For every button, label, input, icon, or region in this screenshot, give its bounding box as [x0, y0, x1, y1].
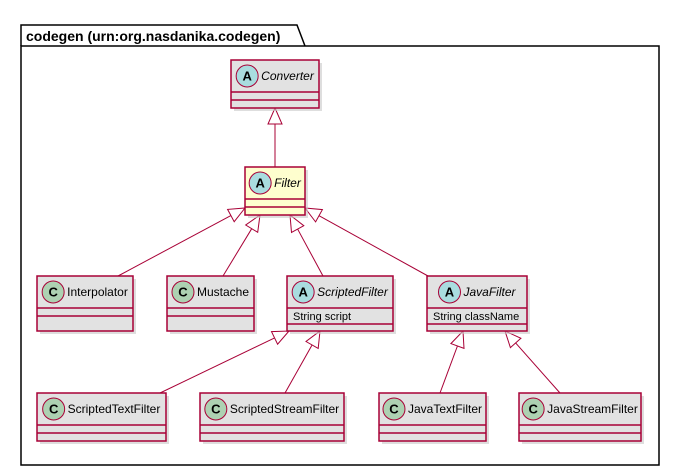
inheritance-edge — [289, 213, 324, 277]
svg-text:A: A — [255, 176, 265, 191]
class-name: JavaStreamFilter — [547, 402, 638, 416]
generalization-arrowhead — [270, 330, 291, 346]
class-icon: C — [171, 280, 195, 304]
generalization-arrowhead — [504, 330, 522, 349]
generalization-arrowhead — [305, 329, 321, 350]
abstract-class-icon: A — [291, 280, 315, 304]
generalization-arrowhead — [267, 106, 283, 125]
svg-text:C: C — [211, 402, 221, 417]
class-icon: C — [204, 397, 228, 421]
class-filter[interactable]: A Filter — [244, 166, 308, 218]
svg-text:A: A — [445, 285, 455, 300]
class-scripted-text-filter[interactable]: C ScriptedTextFilter — [36, 392, 169, 444]
class-name: Mustache — [197, 285, 249, 299]
inheritance-edge — [303, 207, 429, 277]
svg-text:C: C — [49, 402, 59, 417]
class-attribute: String script — [293, 311, 351, 323]
edge-line — [515, 342, 561, 394]
class-converter[interactable]: A Converter — [230, 59, 322, 111]
generalization-arrowhead — [226, 207, 247, 223]
svg-text:C: C — [178, 285, 188, 300]
class-icon: C — [41, 280, 65, 304]
class-name: JavaFilter — [462, 285, 516, 299]
class-java-stream-filter[interactable]: C JavaStreamFilter — [518, 392, 644, 444]
svg-text:C: C — [528, 402, 538, 417]
inheritance-edge — [284, 329, 321, 394]
class-name: ScriptedTextFilter — [68, 402, 161, 416]
generalization-arrowhead — [244, 213, 261, 234]
class-scripted-stream-filter[interactable]: C ScriptedStreamFilter — [199, 392, 347, 444]
edge-line — [222, 228, 253, 277]
inheritance-edge — [267, 106, 283, 167]
class-name: Interpolator — [67, 285, 128, 299]
class-interpolator[interactable]: C Interpolator — [36, 275, 136, 334]
package-frame — [20, 45, 660, 466]
generalization-arrowhead — [303, 207, 324, 223]
edge-line — [297, 228, 324, 277]
class-icon: C — [521, 397, 545, 421]
svg-text:C: C — [389, 402, 399, 417]
package-title: codegen (urn:org.nasdanika.codegen) — [26, 28, 280, 44]
class-java-text-filter[interactable]: C JavaTextFilter — [378, 392, 489, 444]
edge-line — [159, 337, 275, 394]
class-name: Filter — [274, 176, 302, 190]
edge-line — [318, 215, 429, 277]
svg-text:A: A — [298, 285, 308, 300]
inheritance-edge — [504, 330, 561, 394]
class-name: Converter — [261, 69, 315, 83]
package-codegen: codegen (urn:org.nasdanika.codegen) — [20, 24, 660, 466]
svg-text:C: C — [48, 285, 58, 300]
inheritance-edges — [117, 106, 561, 394]
class-icon: C — [42, 397, 66, 421]
package-tab — [20, 24, 306, 47]
svg-text:A: A — [242, 69, 252, 84]
inheritance-edge — [117, 207, 247, 277]
class-attribute: String className — [433, 311, 519, 323]
inheritance-edge — [439, 329, 465, 394]
inheritance-edge — [159, 330, 291, 394]
edge-line — [439, 345, 458, 394]
class-icon: C — [382, 397, 406, 421]
abstract-class-icon: A — [248, 171, 272, 195]
generalization-arrowhead — [450, 329, 465, 350]
class-name: ScriptedStreamFilter — [230, 402, 339, 416]
inheritance-edge — [222, 213, 261, 277]
generalization-arrowhead — [289, 213, 305, 234]
class-mustache[interactable]: C Mustache — [166, 275, 257, 334]
class-name: ScriptedFilter — [317, 285, 389, 299]
class-name: JavaTextFilter — [408, 402, 482, 416]
abstract-class-icon: A — [235, 64, 259, 88]
edge-line — [284, 344, 313, 394]
edge-line — [117, 215, 232, 277]
abstract-class-icon: A — [437, 280, 461, 304]
